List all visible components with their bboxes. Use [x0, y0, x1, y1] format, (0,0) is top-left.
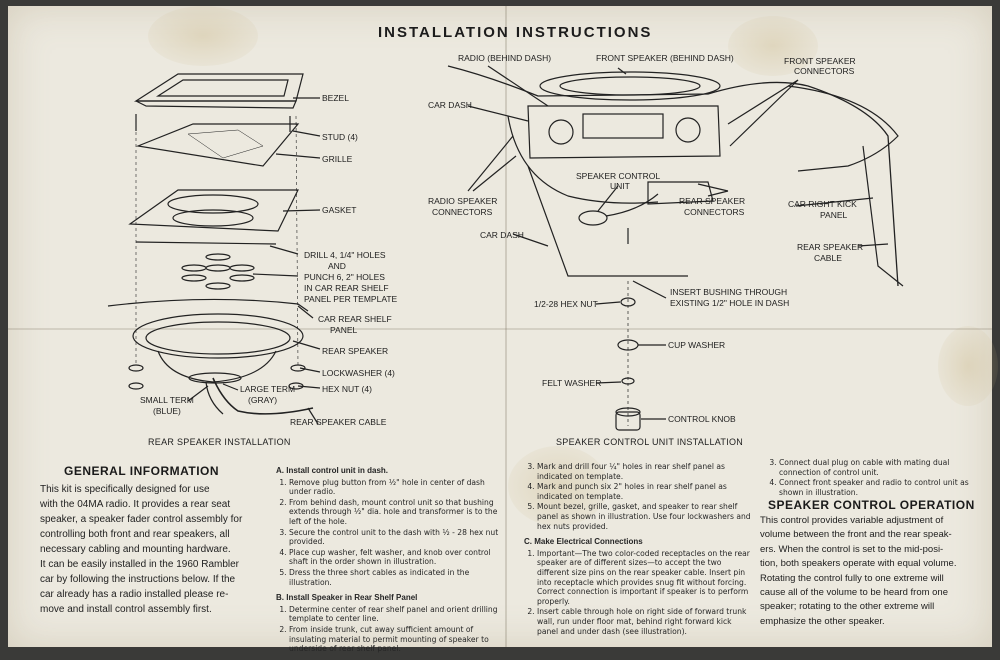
step-c2: Insert cable through hole on right side …: [537, 607, 752, 636]
label-cup-washer: CUP WASHER: [668, 340, 726, 350]
label-punch-3: PANEL PER TEMPLATE: [304, 294, 398, 304]
step-a2: From behind dash, mount control unit so …: [289, 498, 502, 527]
step-b5: Mount bezel, grille, gasket, and speaker…: [537, 502, 752, 531]
label-radio-connectors: RADIO SPEAKER: [428, 196, 498, 206]
label-rear-speaker-cable: REAR SPEAKER: [797, 242, 864, 252]
label-blue: (BLUE): [153, 406, 181, 416]
rear-speaker-shape: [132, 313, 304, 359]
label-felt-washer: FELT WASHER: [542, 378, 602, 388]
bezel-shape: [133, 73, 304, 102]
label-punch: PUNCH 6, 2" HOLES: [304, 272, 385, 282]
step-a1: Remove plug button from ½" hole in cente…: [289, 478, 502, 497]
general-info-line: necessary cabling and mounting hardware.: [40, 544, 231, 555]
general-information-body: This kit is specifically designed for us…: [40, 482, 262, 617]
operation-line: ers. When the control is set to the mid-…: [760, 543, 944, 555]
label-drill: DRILL 4, 1/4" HOLES: [304, 250, 386, 260]
label-hex-nut-2: 1/2-28 HEX NUT: [534, 299, 598, 309]
operation-line: speaker; rotating to the other extreme w…: [760, 601, 935, 613]
exploded-diagrams: [107, 65, 904, 431]
general-info-line: with the 04MA radio. It provides a rear …: [40, 499, 231, 510]
operation-line: This control provides variable adjustmen…: [760, 515, 944, 526]
general-information-heading: GENERAL INFORMATION: [64, 464, 220, 478]
label-kick-panel: CAR RIGHT KICK: [788, 199, 857, 209]
label-control-knob: CONTROL KNOB: [668, 414, 736, 424]
speaker-control-operation-heading: SPEAKER CONTROL OPERATION: [768, 498, 975, 512]
step-b2: From inside trunk, cut away sufficient a…: [289, 625, 502, 654]
operation-line: tion, both speakers operate with equal v…: [760, 558, 957, 570]
label-shelf: CAR REAR SHELF: [318, 314, 392, 324]
step-b4: Mark and punch six 2" holes in rear shel…: [537, 482, 752, 501]
label-front-connectors: FRONT SPEAKER: [784, 56, 856, 66]
general-info-line: This kit is specifically designed for us…: [40, 484, 210, 495]
label-control-unit: SPEAKER CONTROL: [576, 171, 661, 181]
section-a-heading: A. Install control unit in dash.: [276, 466, 389, 475]
label-front-speaker: FRONT SPEAKER (BEHIND DASH): [596, 53, 734, 63]
label-kick-panel-2: PANEL: [820, 210, 848, 220]
label-panel: PANEL: [330, 325, 358, 335]
water-stain: [508, 446, 608, 526]
label-radio-connectors-2: CONNECTORS: [432, 207, 493, 217]
general-info-line: controlling both front and rear speakers…: [40, 529, 230, 540]
general-info-line: move and install control assembly first.: [40, 604, 212, 615]
label-rear-connectors-2: CONNECTORS: [684, 207, 745, 217]
caption-rear-speaker-installation: REAR SPEAKER INSTALLATION: [148, 437, 291, 447]
label-car-dash-2: CAR DASH: [480, 230, 524, 240]
instructions-column-3: Connect dual plug on cable with mating d…: [766, 458, 978, 503]
operation-line: volume between the front and the rear sp…: [760, 529, 952, 541]
grille-shape: [135, 123, 300, 167]
water-stain: [728, 16, 818, 76]
step-c1: Important—The two color-coded receptacle…: [537, 549, 752, 607]
label-gray: (GRAY): [248, 395, 278, 405]
step-b1: Determine center of rear shelf panel and…: [289, 605, 502, 624]
general-info-line: speaker, a speaker fader control assembl…: [40, 514, 243, 525]
label-gasket: GASKET: [322, 205, 357, 215]
operation-line: emphasize the other speaker.: [760, 615, 885, 627]
water-stain: [938, 326, 998, 406]
label-grille: GRILLE: [322, 154, 353, 164]
label-hex-nut: HEX NUT (4): [322, 384, 372, 394]
label-car-dash: CAR DASH: [428, 100, 472, 110]
label-control-unit-2: UNIT: [610, 181, 630, 191]
section-b-heading: B. Install Speaker in Rear Shelf Panel: [276, 593, 418, 603]
instructions-column-1: A. Install control unit in dash. Remove …: [276, 466, 502, 660]
fold-line-horizontal: [8, 328, 992, 330]
label-radio: RADIO (BEHIND DASH): [458, 53, 552, 63]
section-c-heading: C. Make Electrical Connections: [524, 537, 643, 547]
general-info-line: car already has a radio installed please…: [40, 589, 229, 600]
label-lockwasher: LOCKWASHER (4): [322, 368, 395, 378]
label-large-term: LARGE TERM: [240, 384, 296, 394]
step-c3: Connect dual plug on cable with mating d…: [779, 458, 978, 477]
label-and: AND: [328, 261, 346, 271]
step-a4: Place cup washer, felt washer, and knob …: [289, 548, 502, 567]
label-front-connectors-2: CONNECTORS: [794, 66, 855, 76]
step-a3: Secure the control unit to the dash with…: [289, 528, 502, 547]
label-punch-2: IN CAR REAR SHELF: [304, 283, 389, 293]
general-info-line: It can be easily installed in the 1960 R…: [40, 559, 240, 570]
label-stud: STUD (4): [322, 132, 358, 142]
label-bezel: BEZEL: [322, 93, 349, 103]
step-a5: Dress the three short cables as indicate…: [289, 568, 502, 587]
label-bushing: INSERT BUSHING THROUGH: [670, 287, 788, 297]
label-rear-connectors: REAR SPEAKER: [679, 196, 746, 206]
label-bushing-2: EXISTING 1/2" HOLE IN DASH: [670, 298, 790, 308]
label-rear-cable: REAR SPEAKER CABLE: [290, 417, 387, 427]
step-c4: Connect front speaker and radio to contr…: [779, 478, 978, 497]
water-stain: [148, 6, 258, 66]
label-rear-speaker: REAR SPEAKER: [322, 346, 389, 356]
front-speaker-shape: [539, 71, 721, 101]
operation-line: cause all of the volume to be heard from…: [760, 587, 949, 599]
step-b3: Mark and drill four ¼" holes in rear she…: [537, 462, 752, 481]
label-rear-speaker-cable-2: CABLE: [814, 253, 842, 263]
general-info-line: car by following the instructions below.…: [40, 574, 236, 585]
instruction-sheet: INSTALLATION INSTRUCTIONS: [8, 6, 998, 653]
speaker-control-operation-body: This control provides variable adjustmen…: [760, 514, 978, 629]
fold-line-vertical: [505, 6, 507, 647]
page-title: INSTALLATION INSTRUCTIONS: [378, 24, 653, 41]
caption-control-unit-installation: SPEAKER CONTROL UNIT INSTALLATION: [556, 437, 744, 447]
gasket-shape: [128, 189, 299, 232]
operation-line: Rotating the control fully to one extrem…: [760, 572, 944, 584]
label-small-term: SMALL TERM: [140, 395, 194, 405]
radio-body: [527, 105, 721, 159]
instructions-column-2: Mark and drill four ¼" holes in rear she…: [524, 462, 752, 642]
